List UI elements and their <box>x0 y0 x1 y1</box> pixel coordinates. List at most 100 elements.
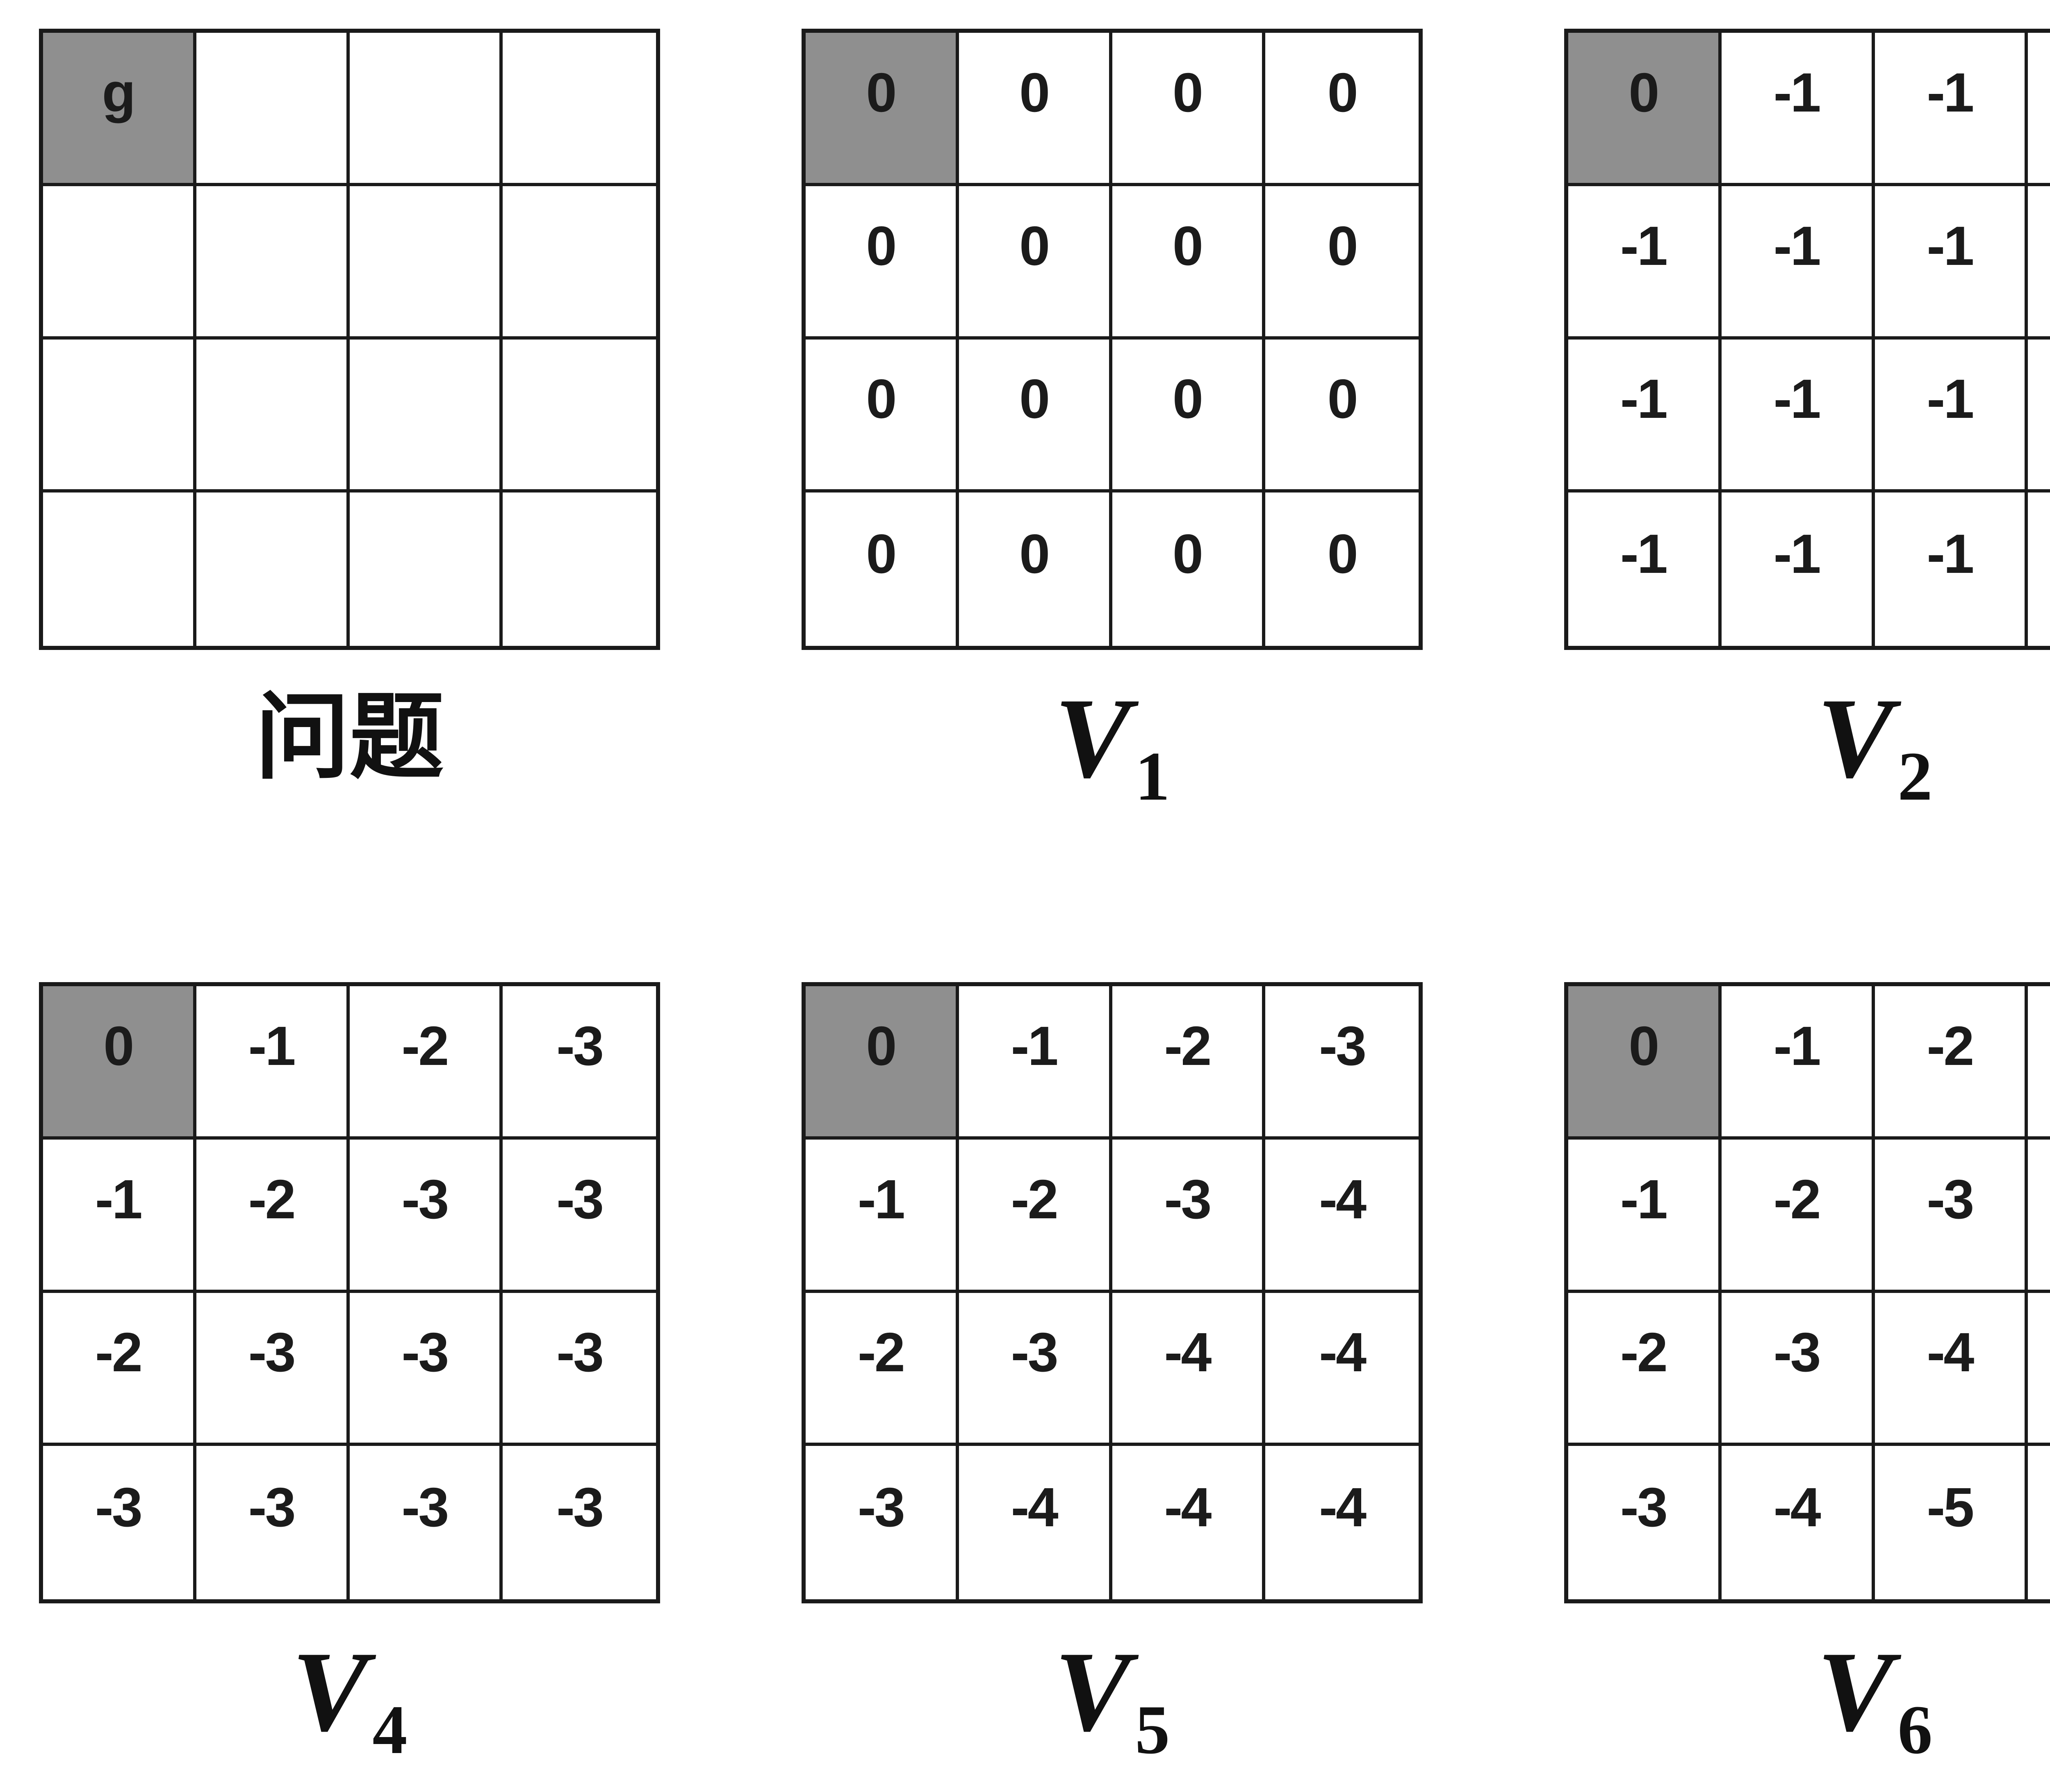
grid-cell: -3 <box>556 1476 604 1539</box>
grid-cell: -3 <box>503 986 656 1140</box>
grid-cell: -1 <box>1875 186 2028 340</box>
grid-cell: -4 <box>1265 1293 1419 1446</box>
grid-label-subscript: 1 <box>1135 738 1170 815</box>
goal-cell: 0 <box>43 986 196 1140</box>
grid-cell: -1 <box>1875 33 2028 186</box>
grid-cell: -1 <box>1568 186 1722 340</box>
grid-cell: -2 <box>1875 986 2028 1140</box>
grid-v6: 0-1-2-3-1-2-3-4-2-3-4-5-3-4-5-5 <box>1564 982 2050 1603</box>
grid-cell: -5 <box>2028 1446 2050 1599</box>
grid-cell: -1 <box>1721 186 1875 340</box>
grid-cell: -3 <box>1721 1293 1875 1446</box>
grid-cell: -2 <box>1721 1139 1875 1293</box>
grid-cell: -1 <box>1875 492 2028 646</box>
grid-cell <box>503 340 656 493</box>
grid-cell: -1 <box>959 986 1112 1140</box>
grid-cell: -2 <box>349 986 503 1140</box>
grid-cell: 0 <box>1112 492 1266 646</box>
grid-cell: -4 <box>1112 1446 1266 1599</box>
grid-block-v2: 0-1-1-1-1-1-1-1-1-1-1-1-1-1-1-1V2 <box>1564 29 2050 815</box>
grid-cell: -4 <box>1265 1140 1419 1293</box>
grid-cell: -1 <box>1722 492 1875 646</box>
goal-cell: g <box>43 33 196 186</box>
grid-cell: -4 <box>1112 1293 1266 1446</box>
grid-label-text: V <box>1817 1628 1894 1755</box>
grid-cell: -1 <box>2028 33 2050 186</box>
grid-cell: -2 <box>1568 1293 1722 1446</box>
grid-v4: 0-1-2-3-1-2-3-3-2-3-3-3-3-3-3-3 <box>39 982 660 1603</box>
grid-cell: -3 <box>806 1446 959 1599</box>
goal-cell: 0 <box>806 986 959 1140</box>
grid-cell: -1 <box>1568 1139 1722 1293</box>
grid-cell: -1 <box>1721 986 1875 1140</box>
grid-cell: 0 <box>1265 340 1419 493</box>
grid-cell: -4 <box>959 1446 1112 1599</box>
grid-cell: -5 <box>2028 1293 2050 1446</box>
grid-cell <box>350 492 503 646</box>
grid-block-problem: g 问题 <box>39 29 660 802</box>
grid-cell <box>43 492 196 646</box>
grid-label-subscript: 4 <box>372 1691 408 1769</box>
grid-cell <box>196 33 350 186</box>
grid-cell: -3 <box>350 1446 503 1599</box>
grid-cell: 0 <box>959 186 1112 340</box>
grid-cell: -2 <box>959 1139 1112 1293</box>
grid-cell: 0 <box>959 33 1112 186</box>
grid-label-text: 问题 <box>255 686 444 790</box>
grid-cell <box>43 186 196 340</box>
grid-cell: -1 <box>2028 186 2050 340</box>
grid-label-subscript: 5 <box>1135 1691 1170 1769</box>
grid-label-v5: V5 <box>802 1628 1423 1769</box>
grid-cell: -3 <box>503 1293 656 1446</box>
goal-cell: 0 <box>1568 986 1722 1140</box>
grid-label-subscript: 6 <box>1897 1691 1933 1769</box>
grid-cell <box>503 492 656 646</box>
grid-cell: -1 <box>1568 492 1722 646</box>
grid-cell: -3 <box>503 1140 656 1293</box>
grid-label-text: V <box>1817 674 1894 802</box>
grid-cell: -3 <box>349 1139 503 1293</box>
grid-cell: -4 <box>1875 1293 2028 1446</box>
grid-cell: -1 <box>1721 339 1875 493</box>
grid-label-v4: V4 <box>39 1628 660 1769</box>
grid-label-text: V <box>292 1628 369 1755</box>
goal-cell: 0 <box>806 33 959 186</box>
grid-cell: -3 <box>1265 986 1419 1140</box>
grid-label-text: V <box>1054 674 1131 802</box>
grid-cell: -5 <box>1875 1446 2028 1599</box>
grid-cell: 0 <box>806 492 959 646</box>
grid-cell: -3 <box>1568 1446 1722 1599</box>
grid-cell: 0 <box>959 339 1112 493</box>
grid-cell: -3 <box>349 1293 503 1446</box>
grid-cell <box>196 186 350 340</box>
grid-cell <box>503 33 656 186</box>
grid-cell: -1 <box>806 1139 959 1293</box>
grid-cell: -4 <box>1319 1476 1367 1539</box>
grid-cell: 0 <box>959 492 1112 646</box>
grid-cell: -2 <box>806 1293 959 1446</box>
grid-cell: -4 <box>2028 1140 2050 1293</box>
grid-label-v1: V1 <box>802 674 1423 815</box>
grid-label-subscript: 2 <box>1897 738 1933 815</box>
grid-cell: -3 <box>1875 1139 2028 1293</box>
grid-cell: -3 <box>2028 986 2050 1140</box>
grid-cell: 0 <box>1112 186 1266 340</box>
grid-v5: 0-1-2-3-1-2-3-4-2-3-4-4-3-4-4-4 <box>802 982 1423 1603</box>
grid-cell: -1 <box>196 986 350 1140</box>
grid-cell: -1 <box>2028 492 2050 646</box>
grid-cell: -3 <box>43 1446 196 1599</box>
grid-cell: 0 <box>1265 33 1419 186</box>
goal-cell: 0 <box>1568 33 1722 186</box>
grid-cell <box>196 492 350 646</box>
grid-cell <box>349 33 503 186</box>
grid-cell: 0 <box>806 186 959 340</box>
grid-cell: -2 <box>43 1293 196 1446</box>
grid-cell: 0 <box>1265 186 1419 340</box>
grid-cell: 0 <box>1112 33 1266 186</box>
grid-cell: -1 <box>1721 33 1875 186</box>
grid-cell: -1 <box>1875 339 2028 493</box>
